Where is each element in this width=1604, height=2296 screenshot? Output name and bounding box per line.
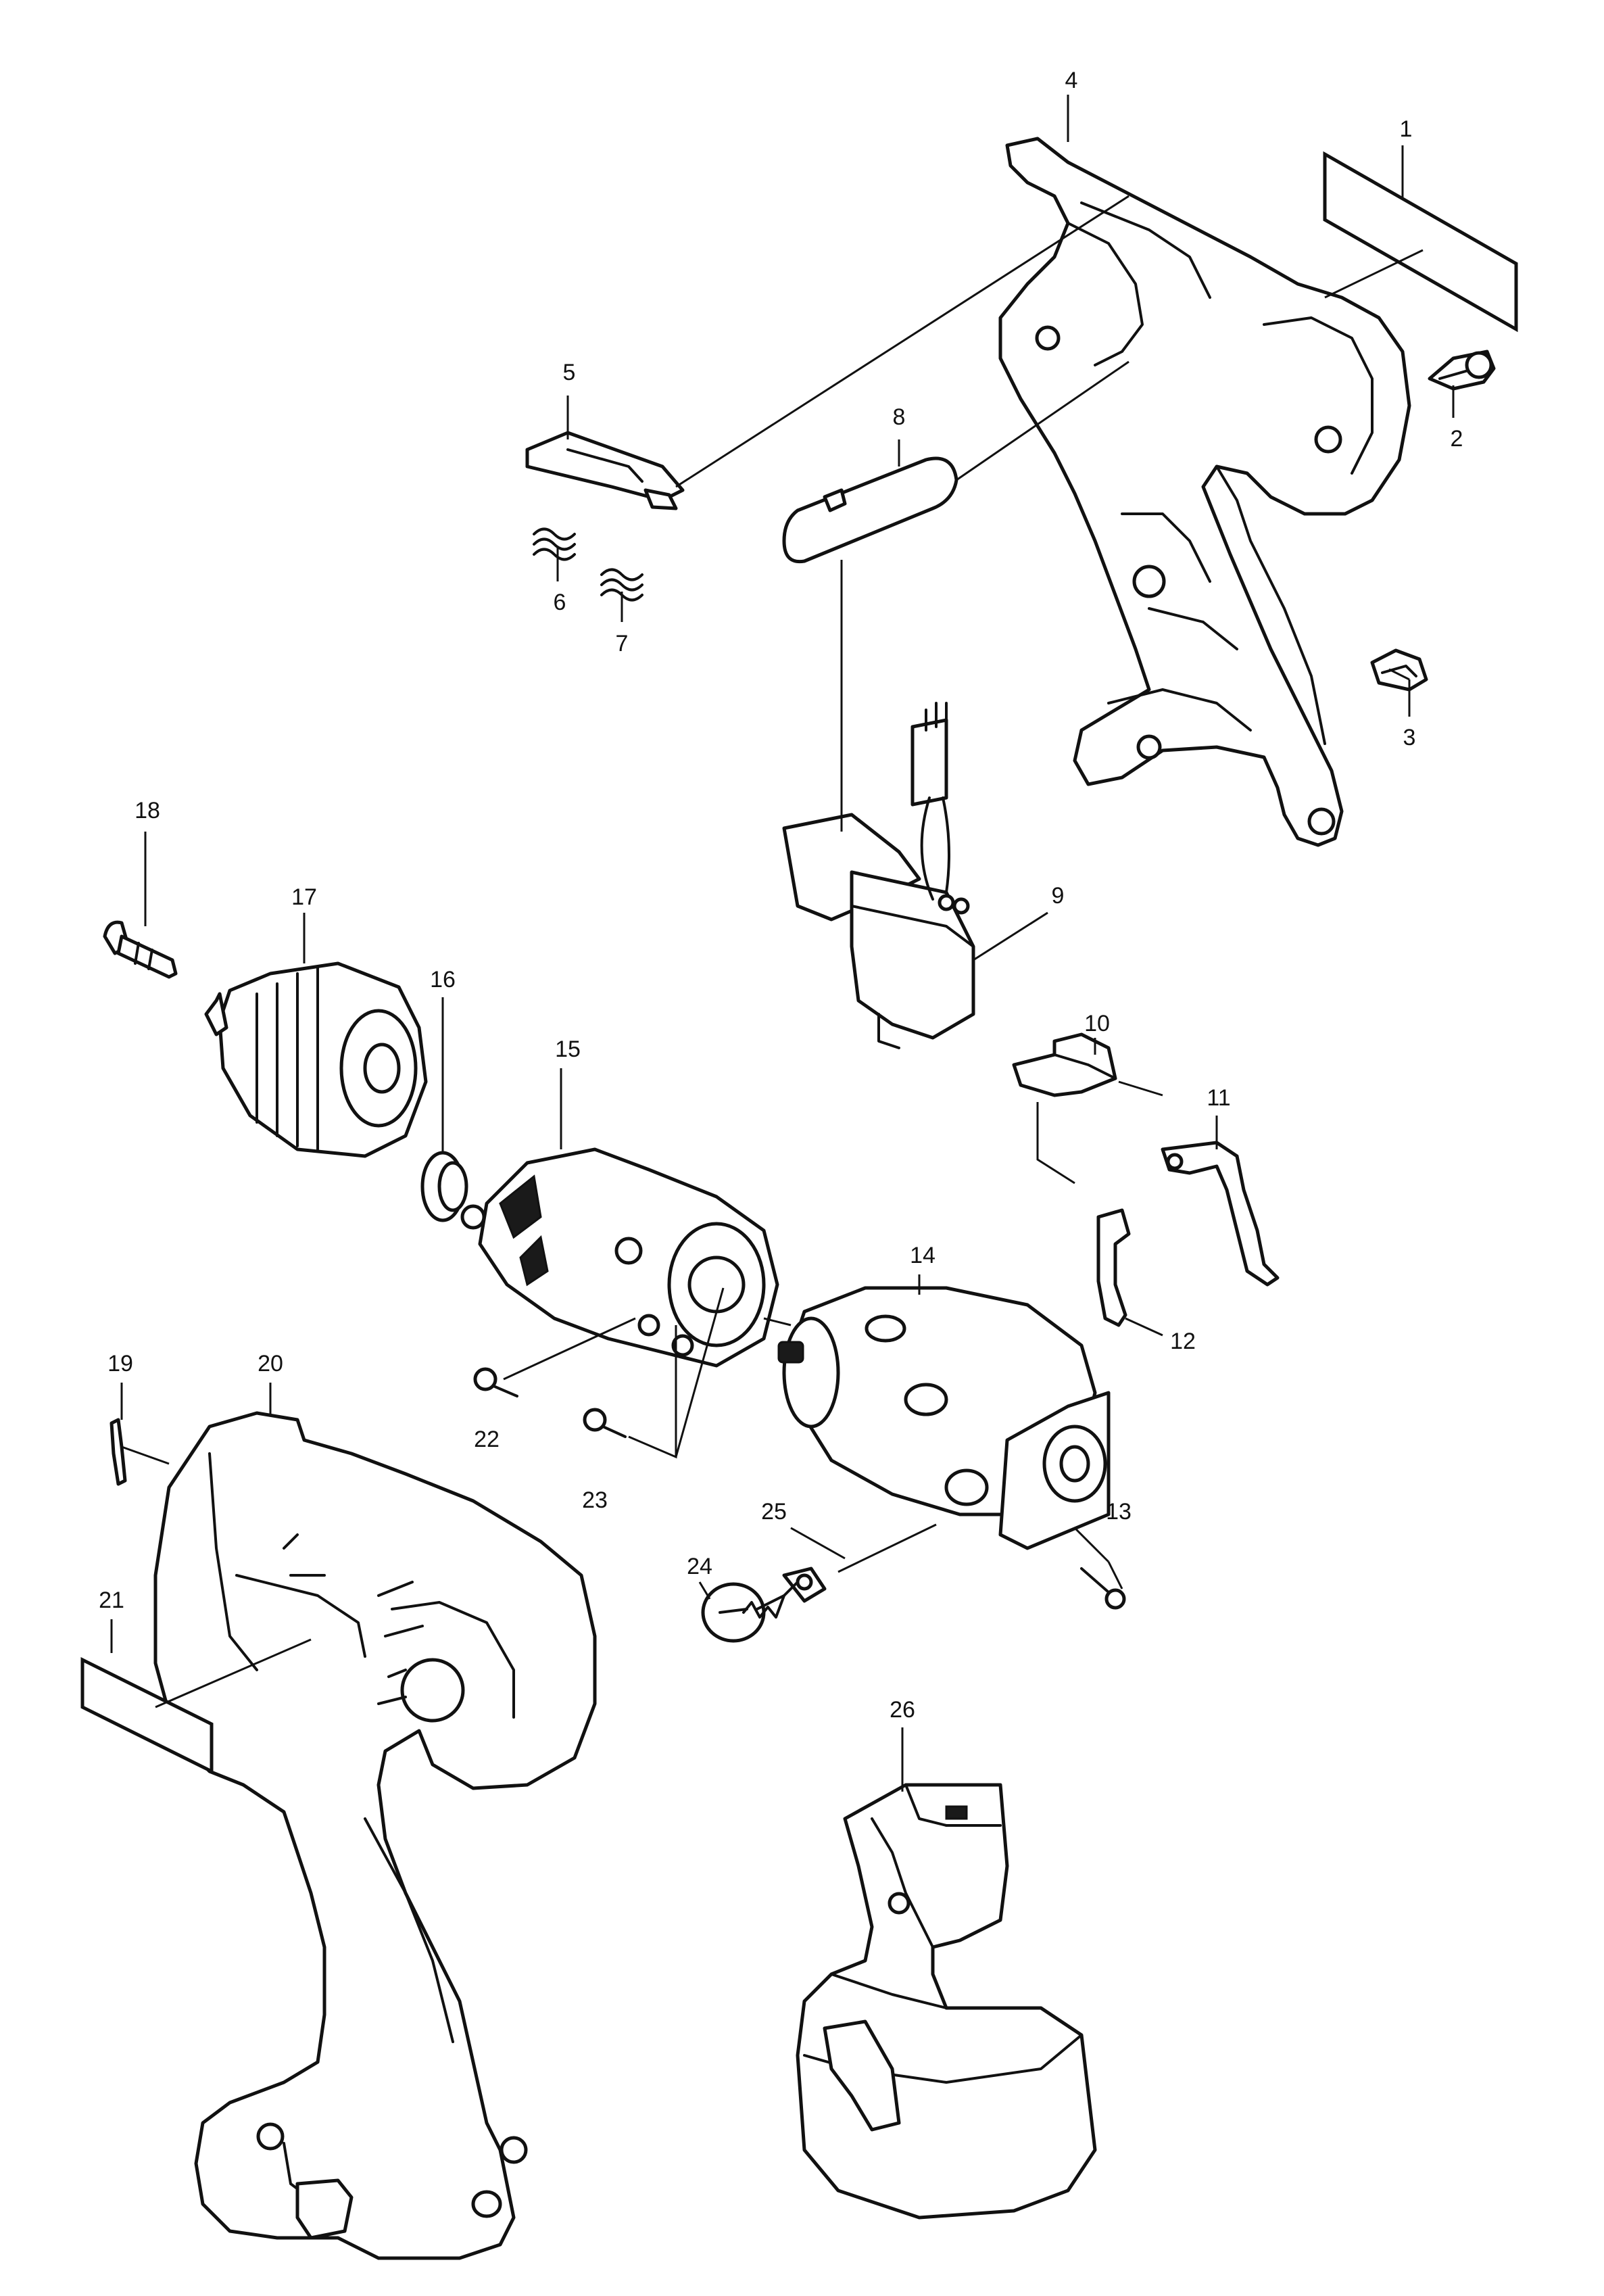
callout-21: 21 bbox=[99, 1587, 124, 1613]
callout-14: 14 bbox=[910, 1243, 935, 1268]
part-12-terminal bbox=[1096, 1208, 1131, 1327]
callout-8: 8 bbox=[893, 404, 906, 430]
part-6-spring bbox=[533, 527, 576, 561]
callout-18: 18 bbox=[135, 798, 160, 823]
callout-6: 6 bbox=[554, 590, 566, 615]
callout-24: 24 bbox=[687, 1554, 712, 1579]
callout-19: 19 bbox=[107, 1351, 133, 1377]
callout-16: 16 bbox=[430, 967, 456, 992]
part-20-label-plate bbox=[80, 1656, 214, 1775]
part-22-screw bbox=[473, 1367, 518, 1397]
callout-2: 2 bbox=[1451, 426, 1463, 452]
callout-labels: 1 2 3 4 5 6 7 8 9 10 11 12 13 14 15 16 1… bbox=[99, 68, 1463, 1723]
part-15-gearbox bbox=[460, 1147, 779, 1368]
callout-1: 1 bbox=[1400, 116, 1413, 142]
part-4-housing-half bbox=[998, 137, 1411, 847]
part-21-housing-half bbox=[153, 1411, 597, 2260]
callout-7: 7 bbox=[616, 631, 629, 656]
part-1-label-plate bbox=[1323, 151, 1518, 333]
callout-10: 10 bbox=[1084, 1011, 1110, 1036]
callout-22: 22 bbox=[474, 1427, 500, 1452]
callout-9: 9 bbox=[1052, 883, 1065, 909]
part-18-chuck-screw bbox=[103, 920, 178, 979]
callout-12: 12 bbox=[1170, 1329, 1196, 1354]
part-8-lever-rod bbox=[782, 456, 958, 564]
part-9-switch bbox=[782, 702, 975, 1049]
part-25-carbon-brush bbox=[742, 1566, 827, 1619]
part-26-battery bbox=[796, 1783, 1097, 2220]
part-3-clip bbox=[1370, 648, 1428, 692]
part-17-drill-chuck bbox=[204, 961, 428, 1158]
part-10-brush-holder bbox=[1012, 1032, 1117, 1097]
callout-17: 17 bbox=[291, 884, 317, 910]
part-23-screw bbox=[583, 1408, 627, 1438]
callout-20: 20 bbox=[258, 1351, 283, 1377]
callout-3: 3 bbox=[1403, 725, 1416, 750]
part-14-motor bbox=[777, 1286, 1111, 1550]
part-5-lever-plate bbox=[525, 431, 685, 510]
leader-lines bbox=[110, 95, 1455, 1792]
callout-23: 23 bbox=[582, 1487, 608, 1513]
part-24-brush-cap bbox=[701, 1582, 766, 1643]
callout-4: 4 bbox=[1065, 68, 1078, 93]
callout-11: 11 bbox=[1207, 1085, 1230, 1111]
part-16-washer bbox=[420, 1151, 468, 1222]
part-13-screw bbox=[1080, 1567, 1126, 1610]
callout-13: 13 bbox=[1106, 1499, 1132, 1525]
part-2-screw bbox=[1428, 350, 1496, 391]
callout-15: 15 bbox=[555, 1036, 581, 1062]
callout-5: 5 bbox=[563, 360, 576, 385]
callout-26: 26 bbox=[890, 1697, 915, 1723]
part-19-clip bbox=[110, 1418, 127, 1486]
part-11-bracket bbox=[1161, 1141, 1280, 1287]
callout-25: 25 bbox=[761, 1499, 787, 1525]
